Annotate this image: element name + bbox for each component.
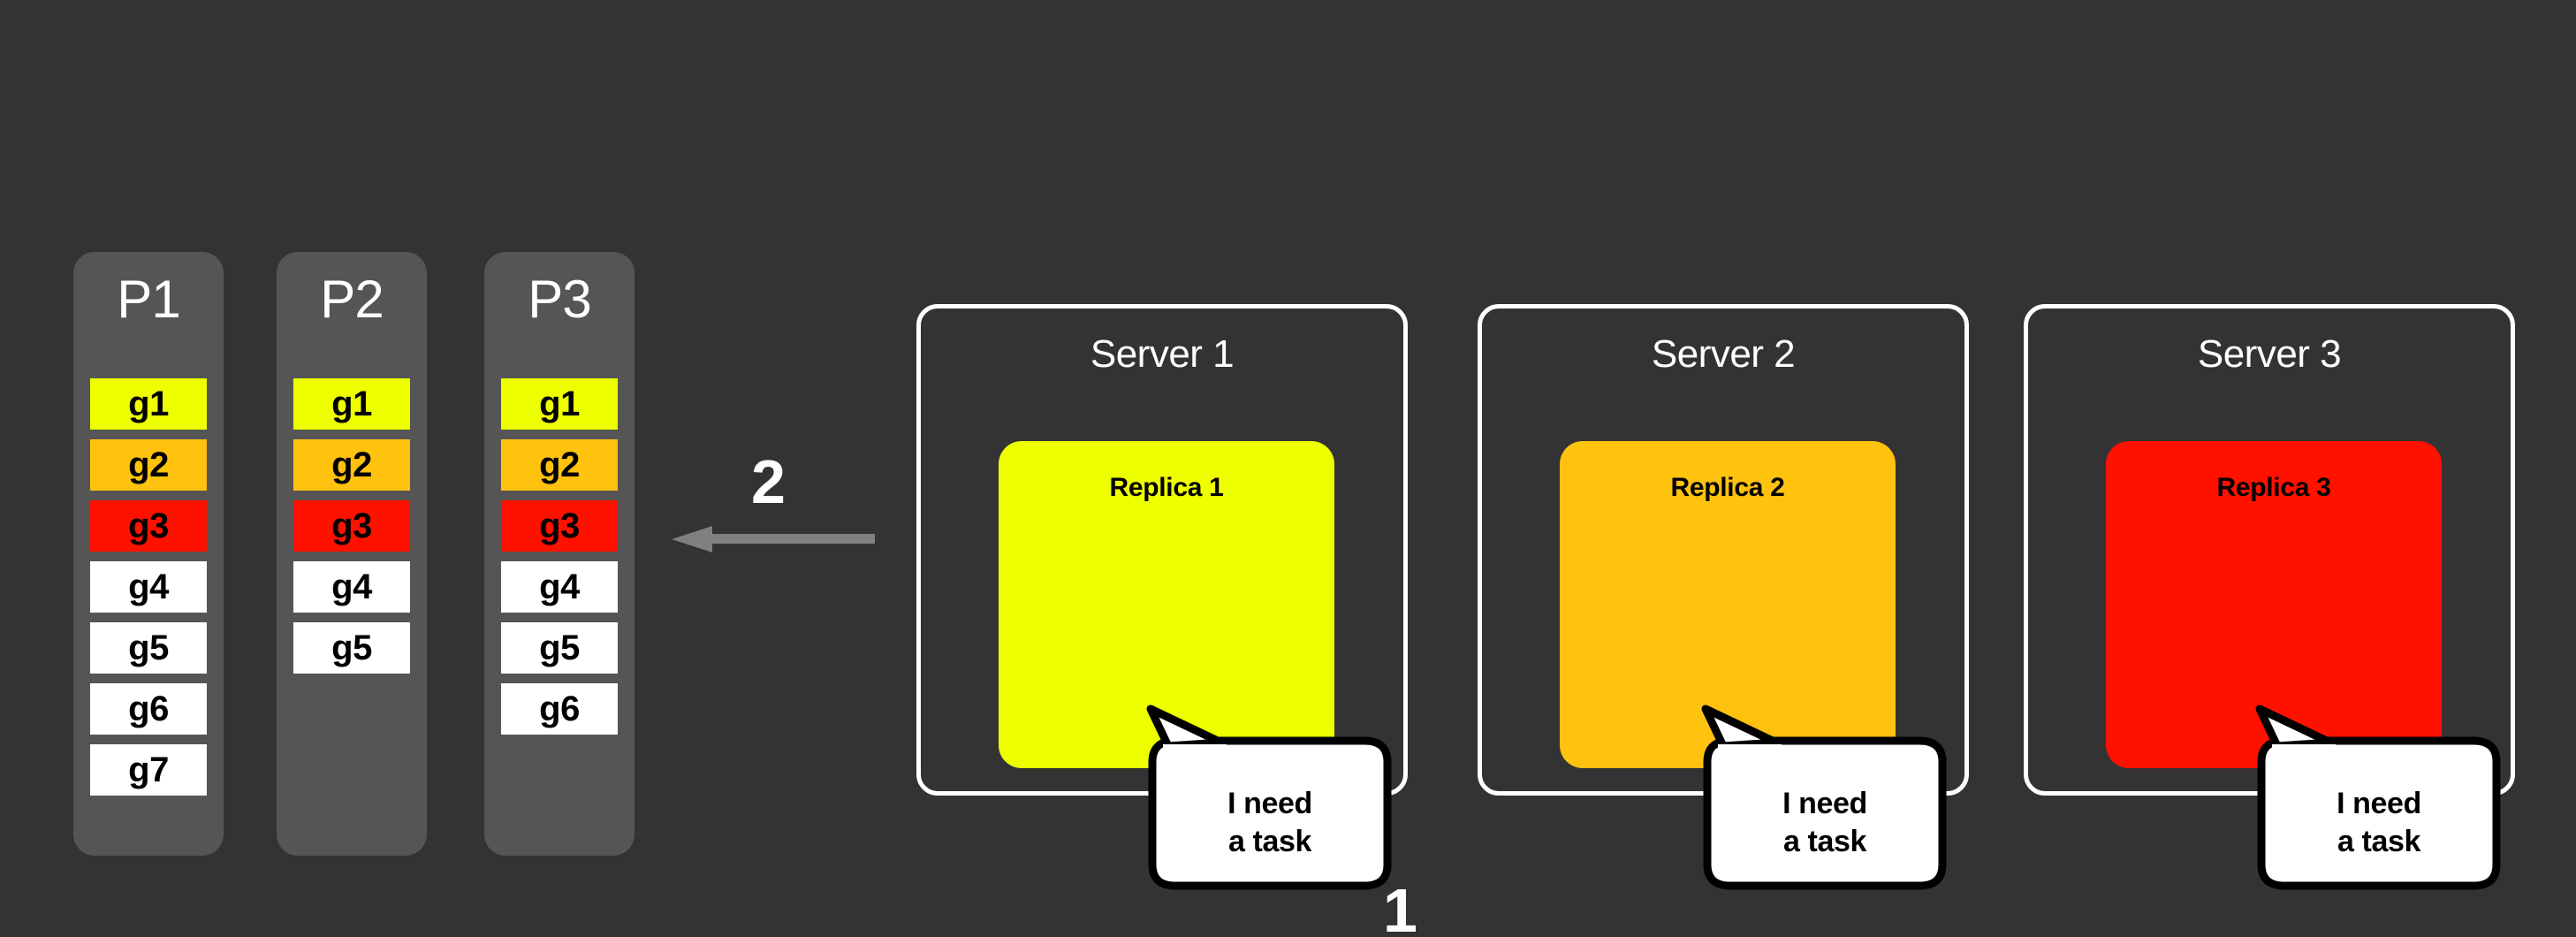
replica-label: Replica 2 — [1670, 473, 1785, 502]
task-block: g6 — [90, 683, 207, 735]
speech-bubble-text: I need a task — [2337, 787, 2421, 858]
speech-bubble-server-2: I need a task — [1697, 705, 1953, 902]
partition-title: P1 — [117, 270, 180, 329]
task-block: g7 — [90, 744, 207, 796]
replica-box-2: Replica 2 — [1560, 441, 1896, 768]
task-block: g1 — [293, 378, 410, 430]
task-block: g2 — [293, 439, 410, 491]
task-block: g3 — [293, 500, 410, 552]
replica-label: Replica 3 — [2216, 473, 2331, 502]
step-label-two: 2 — [751, 447, 786, 516]
speech-bubble-shape-icon — [1146, 705, 1392, 890]
task-list: g1 g2 g3 g4 g5 g6 — [501, 378, 618, 744]
speech-bubble-shape-icon — [1701, 705, 1947, 890]
server-box-2: Server 2 Replica 2 — [1478, 304, 1969, 796]
partition-column-p3: P3 g1 g2 g3 g4 g5 g6 — [484, 252, 635, 856]
arrow-shaft — [710, 534, 875, 544]
task-block: g2 — [90, 439, 207, 491]
task-block: g5 — [90, 622, 207, 674]
speech-bubble-text: I need a task — [1782, 787, 1867, 858]
speech-bubble-server-3: I need a task — [2251, 705, 2507, 902]
partition-column-p2: P2 g1 g2 g3 g4 g5 — [277, 252, 427, 856]
task-block: g5 — [293, 622, 410, 674]
task-block: g4 — [501, 561, 618, 613]
task-block: g4 — [90, 561, 207, 613]
server-title: Server 3 — [2197, 332, 2342, 376]
task-list: g1 g2 g3 g4 g5 g6 g7 — [90, 378, 207, 805]
task-block: g1 — [90, 378, 207, 430]
task-block: g5 — [501, 622, 618, 674]
task-list: g1 g2 g3 g4 g5 — [293, 378, 410, 683]
server-title: Server 1 — [1090, 332, 1235, 376]
partition-title: P2 — [320, 270, 384, 329]
task-block: g6 — [501, 683, 618, 735]
partition-title: P3 — [528, 270, 591, 329]
speech-bubble-shape-icon — [2255, 705, 2501, 890]
replica-label: Replica 1 — [1109, 473, 1224, 502]
speech-bubble-server-1: I need a task — [1142, 705, 1398, 902]
task-block: g1 — [501, 378, 618, 430]
flow-arrow-left-icon — [672, 526, 875, 552]
task-block: g4 — [293, 561, 410, 613]
task-block: g2 — [501, 439, 618, 491]
task-block: g3 — [90, 500, 207, 552]
speech-bubble-text: I need a task — [1227, 787, 1312, 858]
arrow-head-icon — [672, 526, 712, 552]
task-block: g3 — [501, 500, 618, 552]
partition-column-p1: P1 g1 g2 g3 g4 g5 g6 g7 — [73, 252, 224, 856]
step-label-one: 1 — [1383, 876, 1417, 937]
server-title: Server 2 — [1651, 332, 1796, 376]
